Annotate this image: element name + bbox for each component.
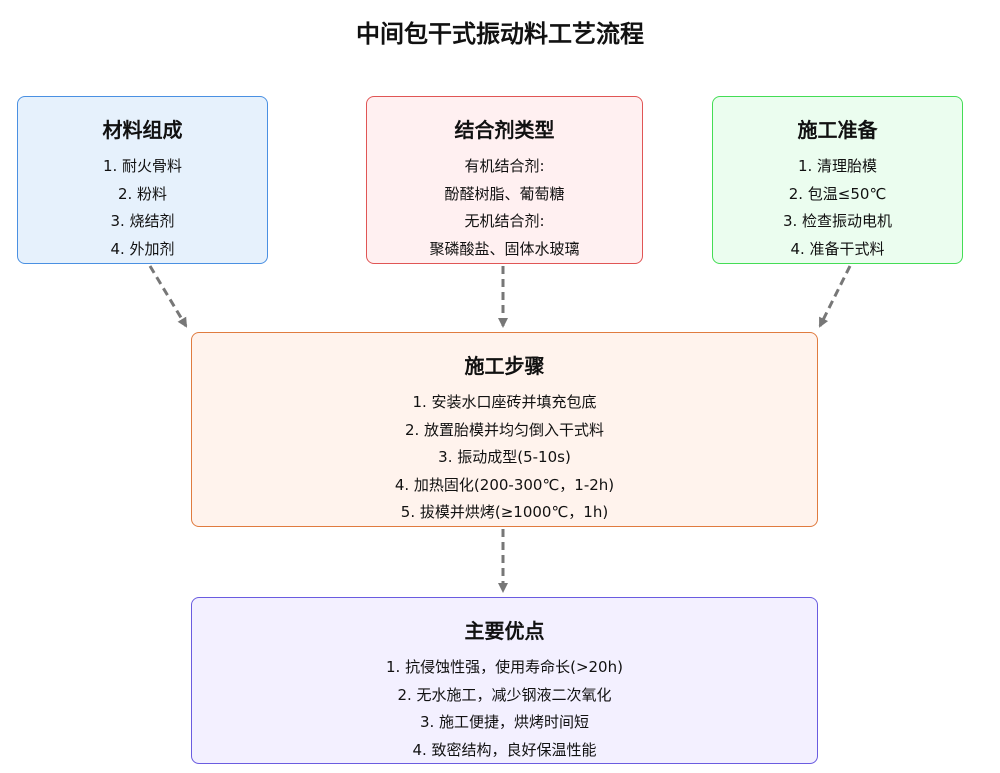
- materials-heading: 材料组成: [102, 118, 183, 142]
- steps-box: 施工步骤 1. 安装水口座砖并填充包底 2. 放置胎模并均匀倒入干式料 3. 振…: [191, 332, 818, 527]
- list-item: 酚醛树脂、葡萄糖: [444, 184, 565, 203]
- diagram-title: 中间包干式振动料工艺流程: [356, 20, 644, 48]
- list-item: 3. 施工便捷，烘烤时间短: [419, 713, 590, 731]
- list-item: 4. 致密结构，良好保温性能: [412, 740, 597, 759]
- list-item: 1. 抗侵蚀性强，使用寿命长(>20h): [386, 658, 623, 676]
- list-item: 3. 检查振动电机: [782, 212, 893, 230]
- list-item: 聚磷酸盐、固体水玻璃: [429, 239, 580, 258]
- list-item: 4. 外加剂: [110, 239, 175, 258]
- preparation-box: 施工准备 1. 清理胎模 2. 包温≤50℃ 3. 检查振动电机 4. 准备干式…: [712, 96, 963, 264]
- arrow-preparation-to-steps: [818, 265, 852, 328]
- list-item: 4. 准备干式料: [790, 239, 885, 258]
- list-item: 2. 粉料: [117, 184, 168, 203]
- list-item: 3. 烧结剂: [110, 212, 175, 230]
- list-item: 无机结合剂:: [464, 212, 545, 230]
- advantages-heading: 主要优点: [464, 619, 545, 643]
- list-item: 1. 耐火骨料: [102, 157, 183, 175]
- binders-box: 结合剂类型 有机结合剂: 酚醛树脂、葡萄糖 无机结合剂: 聚磷酸盐、固体水玻璃: [366, 96, 643, 264]
- advantages-box: 主要优点 1. 抗侵蚀性强，使用寿命长(>20h) 2. 无水施工，减少钢液二次…: [191, 597, 818, 764]
- list-item: 5. 拔模并烘烤(≥1000℃，1h): [400, 503, 609, 521]
- list-item: 1. 清理胎模: [797, 157, 878, 175]
- list-item: 2. 无水施工，减少钢液二次氧化: [397, 685, 612, 704]
- list-item: 2. 包温≤50℃: [788, 184, 887, 203]
- list-item: 3. 振动成型(5-10s): [438, 448, 571, 466]
- steps-heading: 施工步骤: [464, 354, 545, 378]
- list-item: 1. 安装水口座砖并填充包底: [412, 393, 597, 411]
- list-item: 2. 放置胎模并均匀倒入干式料: [404, 420, 605, 439]
- list-item: 4. 加热固化(200-300℃，1-2h): [394, 475, 615, 494]
- list-item: 有机结合剂:: [464, 157, 545, 175]
- materials-box: 材料组成 1. 耐火骨料 2. 粉料 3. 烧结剂 4. 外加剂: [17, 96, 268, 264]
- binders-heading: 结合剂类型: [454, 118, 555, 142]
- preparation-heading: 施工准备: [797, 118, 878, 142]
- arrow-materials-to-steps: [148, 265, 188, 328]
